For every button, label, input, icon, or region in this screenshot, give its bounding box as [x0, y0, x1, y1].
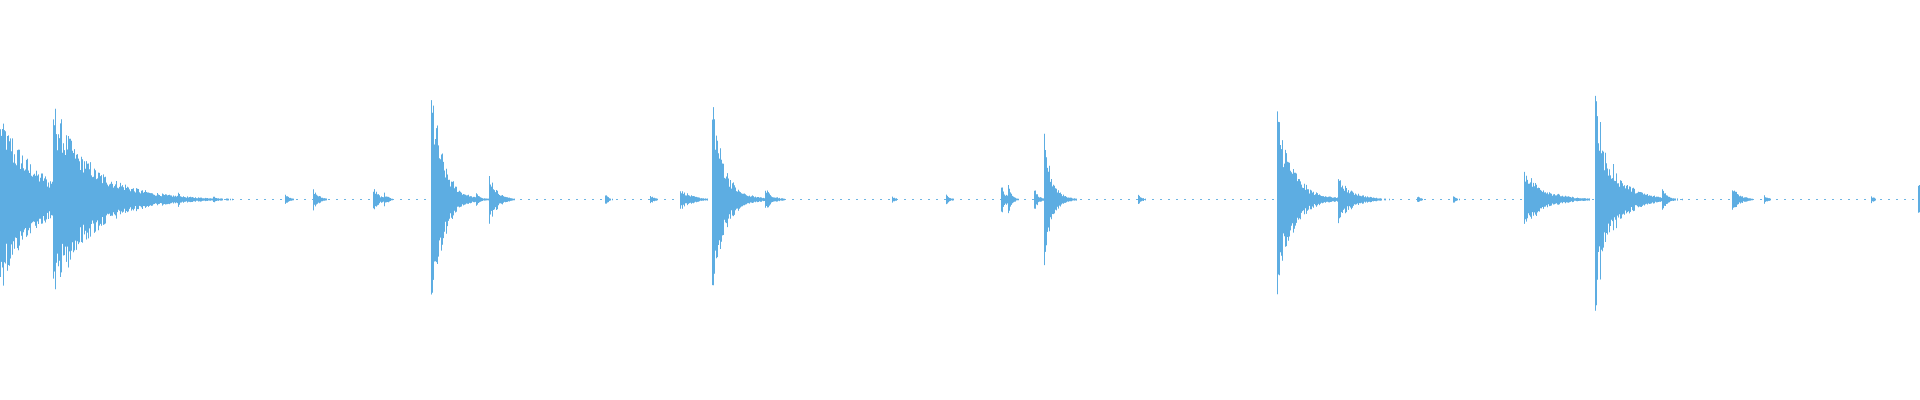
- waveform-samples: [0, 95, 1920, 311]
- waveform-path: [0, 95, 1920, 311]
